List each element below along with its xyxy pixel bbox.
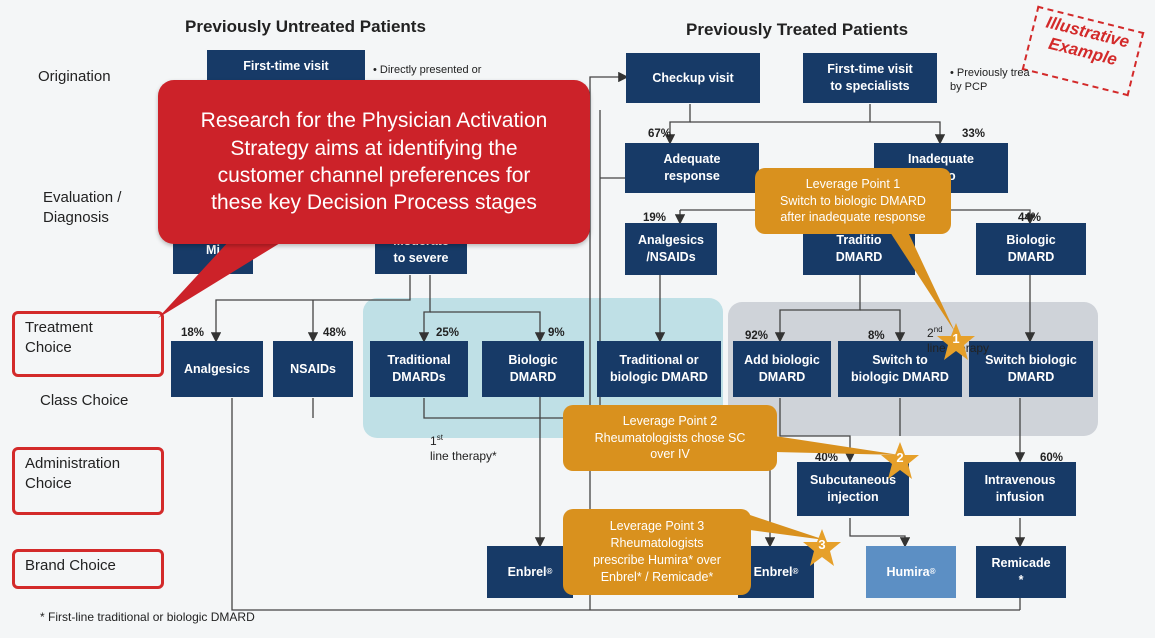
box-switch-biologic-dmard: Switch biologic DMARD xyxy=(969,341,1093,397)
pct-analgesics: 18% xyxy=(181,327,205,339)
pct-biologic-dmard-untreated: 9% xyxy=(548,327,565,339)
note-directly-presented: • Directly presented or xyxy=(373,64,482,76)
box-first-time-specialists: First-time visit to specialists xyxy=(803,53,937,103)
pct-traditional-dmards: 25% xyxy=(436,327,460,339)
star-3-number: 3 xyxy=(818,537,826,552)
leverage-star-1: 1 xyxy=(936,322,976,362)
leverage-point-3: Leverage Point 3 Rheumatologists prescri… xyxy=(563,509,751,595)
label-first-line-therapy: 1st line therapy* xyxy=(430,418,497,464)
box-enbrel-untreated: Enbrel® xyxy=(487,546,573,598)
box-add-biologic-dmard: Add biologic DMARD xyxy=(733,341,831,397)
research-callout: Research for the Physician Activation St… xyxy=(158,80,590,244)
first-line-number: 1 xyxy=(430,434,437,448)
second-line-sup: nd xyxy=(933,325,943,334)
box-humira: Humira® xyxy=(866,546,956,598)
pct-add-biologic: 92% xyxy=(745,330,769,342)
pct-biologic-dmard-treated: 44% xyxy=(1018,212,1042,224)
box-first-time-visit: First-time visit xyxy=(207,50,365,82)
box-remicade: Remicade * xyxy=(976,546,1066,598)
note-previously-treated: • Previously trea by PCP xyxy=(950,67,1030,93)
header-untreated: Previously Untreated Patients xyxy=(185,17,426,36)
box-analgesics: Analgesics xyxy=(171,341,263,397)
box-intravenous-infusion: Intravenous infusion xyxy=(964,462,1076,516)
label-origination: Origination xyxy=(38,68,111,85)
pct-adequate-response: 67% xyxy=(648,128,672,140)
pct-switch-to-biologic: 8% xyxy=(868,330,885,342)
pct-analgesics-nsaids: 19% xyxy=(643,212,667,224)
box-biologic-dmard-treated: Biologic DMARD xyxy=(976,223,1086,275)
humira-label: Humira xyxy=(886,564,930,579)
first-line-sup: st xyxy=(436,433,443,442)
pct-intravenous: 60% xyxy=(1040,452,1064,464)
box-nsaids: NSAIDs xyxy=(273,341,353,397)
leverage-point-2: Leverage Point 2 Rheumatologists chose S… xyxy=(563,405,777,471)
box-switch-to-biologic-dmard: Switch to biologic DMARD xyxy=(838,341,962,397)
box-adequate-response: Adequate response xyxy=(625,143,759,193)
star-2-icon xyxy=(881,442,919,479)
enbrel-untreated-label: Enbrel xyxy=(507,564,547,579)
star-1-number: 1 xyxy=(952,331,960,346)
pct-inadequate-response: 33% xyxy=(962,128,986,140)
label-class-choice: Class Choice xyxy=(40,392,129,409)
box-traditional-or-biologic-dmard: Traditional or biologic DMARD xyxy=(597,341,721,397)
label-administration-choice: Administration Choice xyxy=(12,447,164,515)
label-evaluation-diagnosis: Evaluation / Diagnosis xyxy=(43,189,122,227)
header-treated: Previously Treated Patients xyxy=(686,20,909,39)
footnote: * First-line traditional or biologic DMA… xyxy=(40,610,255,624)
pct-nsaids: 48% xyxy=(323,327,347,339)
box-traditional-dmards: Traditional DMARDs xyxy=(370,341,468,397)
star-2-number: 2 xyxy=(896,450,904,465)
box-biologic-dmard-untreated: Biologic DMARD xyxy=(482,341,584,397)
box-checkup-visit: Checkup visit xyxy=(626,53,760,103)
first-line-text: line therapy* xyxy=(430,449,497,463)
label-treatment-choice: Treatment Choice xyxy=(12,311,164,377)
leverage-star-3: 3 xyxy=(802,528,842,568)
leverage-point-1: Leverage Point 1 Switch to biologic DMAR… xyxy=(755,168,951,234)
label-brand-choice: Brand Choice xyxy=(12,549,164,589)
box-analgesics-nsaids: Analgesics /NSAIDs xyxy=(625,223,717,275)
pct-subcutaneous: 40% xyxy=(815,452,839,464)
second-line-number: 2 xyxy=(927,326,934,340)
star-1-icon xyxy=(937,323,975,360)
enbrel-treated-label: Enbrel xyxy=(753,564,793,579)
star-3-icon xyxy=(803,529,841,566)
leverage-star-2: 2 xyxy=(880,441,920,481)
box-subcutaneous-injection: Subcutaneous injection xyxy=(797,462,909,516)
